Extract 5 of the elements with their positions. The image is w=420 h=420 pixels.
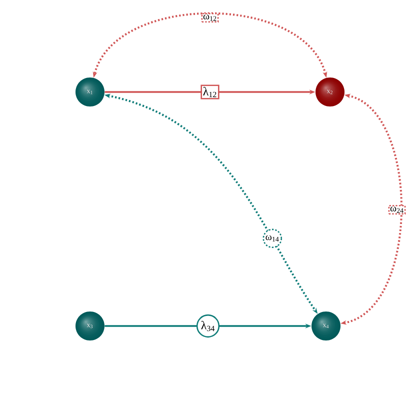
edge-label: ω$_{14}$ bbox=[262, 228, 282, 248]
edge-label: ω$_{12}$ bbox=[201, 13, 219, 22]
edge-label: λ$_{34}$ bbox=[196, 314, 220, 338]
edge-label: ω$_{24}$ bbox=[388, 205, 406, 214]
edge-label: λ$_{12}$ bbox=[200, 84, 220, 100]
